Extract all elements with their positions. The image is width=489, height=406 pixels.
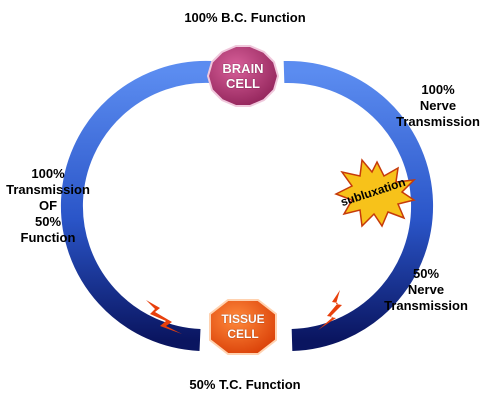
brain-cell-node [206, 45, 280, 107]
ring-left-arc [60, 60, 213, 351]
lightning-right [318, 290, 342, 330]
right-bottom-label: 50% Nerve Transmission [376, 266, 476, 314]
tissue-cell-label: TISSUE CELL [213, 312, 273, 342]
right-top-label: 100% Nerve Transmission [388, 82, 488, 130]
lightning-left [146, 300, 182, 334]
right-top-label-line-3: Transmission [396, 114, 480, 129]
right-bottom-label-line-1: 50% [412, 266, 440, 281]
left-label: 100% Transmission OF 50% Function [0, 166, 96, 246]
left-label-line-5: Function [20, 230, 76, 245]
left-label-line-4: 50% [34, 214, 62, 229]
left-label-line-3: OF [38, 198, 58, 213]
tissue-cell-node [209, 299, 277, 355]
top-label: 100% B.C. Function [184, 10, 306, 25]
brain-cell-label: BRAIN CELL [213, 61, 273, 91]
left-label-line-2: Transmission [6, 182, 90, 197]
left-label-line-1: 100% [31, 166, 65, 181]
brain-cell-label-line-1: BRAIN [222, 61, 264, 76]
bottom-label: 50% T.C. Function [189, 377, 301, 392]
right-bottom-label-line-2: Nerve [407, 282, 445, 297]
right-top-label-line-1: 100% [421, 82, 455, 97]
right-bottom-label-line-3: Transmission [384, 298, 468, 313]
tissue-cell-label-line-2: CELL [227, 327, 259, 341]
tissue-cell-label-line-1: TISSUE [221, 312, 265, 326]
ring-right-arc [283, 60, 433, 351]
right-top-label-line-2: Nerve [419, 98, 457, 113]
subluxation-burst [334, 158, 417, 228]
brain-cell-label-line-2: CELL [226, 76, 260, 91]
